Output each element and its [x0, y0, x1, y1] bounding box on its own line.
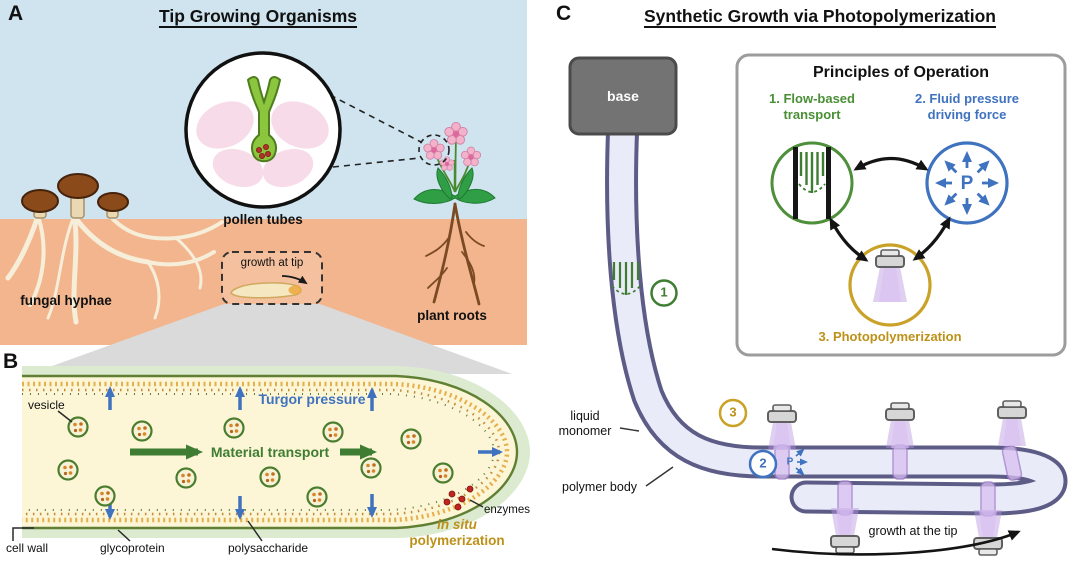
pollen-tube-illustration	[196, 76, 329, 188]
flow-transport-icon	[770, 141, 854, 225]
liquid-monomer-label-line2: monomer	[558, 424, 612, 438]
flow-comb-icon	[611, 262, 641, 295]
material-transport-label: Material transport	[210, 444, 330, 460]
flower-zoom-circle	[418, 134, 450, 166]
uv-projector-icon	[767, 404, 797, 451]
cycle-arrows	[829, 157, 951, 262]
vesicle-label: vesicle	[28, 398, 65, 412]
inset-box	[735, 53, 1067, 357]
panel-a-title: Tip Growing Organisms	[158, 6, 358, 26]
enzymes-label: enzymes	[484, 504, 531, 516]
uv-projector-icon	[885, 402, 915, 449]
base-label: base	[607, 87, 639, 104]
growth-at-tip-label: growth at tip	[240, 257, 304, 269]
polymer-body-label: polymer body	[562, 480, 638, 494]
in-situ-label-line2: polymerization	[409, 533, 505, 548]
growth-direction-arrow	[771, 530, 1021, 556]
fungal-hyphae-label: fungal hyphae	[20, 293, 112, 308]
step-3-badge: 3	[729, 404, 737, 420]
uv-projector-icon	[997, 400, 1027, 447]
inset-item2-line2: driving force	[927, 107, 1007, 122]
uv-projector-icon	[973, 509, 1003, 556]
photopolymerized-bands	[774, 444, 1023, 517]
step-circles	[650, 279, 778, 479]
fungal-hyphae-illustration	[5, 213, 224, 325]
polysaccharide-label: polysaccharide	[228, 541, 309, 555]
enzymes-dots	[443, 485, 474, 511]
growth-at-the-tip-label: growth at the tip	[868, 524, 958, 538]
liquid-monomer-label-line1: liquid	[570, 409, 600, 423]
step-2-badge: 2	[759, 455, 767, 471]
inset-item1-line1: 1. Flow-based	[769, 91, 855, 106]
in-situ-label-line1: in situ	[437, 517, 477, 532]
panel-c-title: Synthetic Growth via Photopolymerization	[644, 6, 996, 26]
polysaccharide-layer	[22, 381, 510, 523]
zoom-trapezoid	[30, 304, 512, 374]
inset-pressure-p-symbol: P	[960, 173, 974, 195]
inset-item2-line1: 2. Fluid pressure	[914, 91, 1020, 106]
panel-c-letter: C	[556, 2, 572, 25]
panel-c-leader-lines	[619, 427, 674, 487]
uv-projector-icon	[830, 507, 860, 554]
panel-a-letter: A	[8, 2, 24, 25]
base-box	[568, 56, 678, 136]
plant-illustration	[413, 121, 496, 306]
mushrooms-icon	[21, 173, 129, 219]
tip-growth-arrow-icon	[281, 275, 308, 285]
pollen-tubes-label: pollen tubes	[223, 212, 303, 227]
cell-wall-label: cell wall	[6, 541, 49, 555]
pollen-tube-inset	[184, 51, 342, 209]
step-1-badge: 1	[660, 284, 668, 300]
panel-b-leader-lines	[12, 410, 484, 542]
mini-pressure-arrows	[795, 448, 808, 476]
panel-b-letter: B	[3, 350, 19, 373]
pressure-icon	[925, 141, 1009, 225]
inset-item1-line2: transport	[783, 107, 841, 122]
pressure-p-symbol: P	[786, 456, 794, 468]
inset-title: Principles of Operation	[812, 64, 990, 81]
plant-roots-label: plant roots	[417, 308, 487, 323]
turgor-pressure-label: Turgor pressure	[258, 391, 366, 407]
glycoprotein-label: glycoprotein	[100, 541, 165, 555]
inset-item3-label: 3. Photopolymerization	[818, 329, 962, 344]
zoom-dashed-lines	[329, 94, 422, 168]
growth-at-tip-box	[221, 251, 323, 305]
cell-illustration	[22, 366, 530, 538]
photopolymerization-icon	[848, 243, 932, 327]
